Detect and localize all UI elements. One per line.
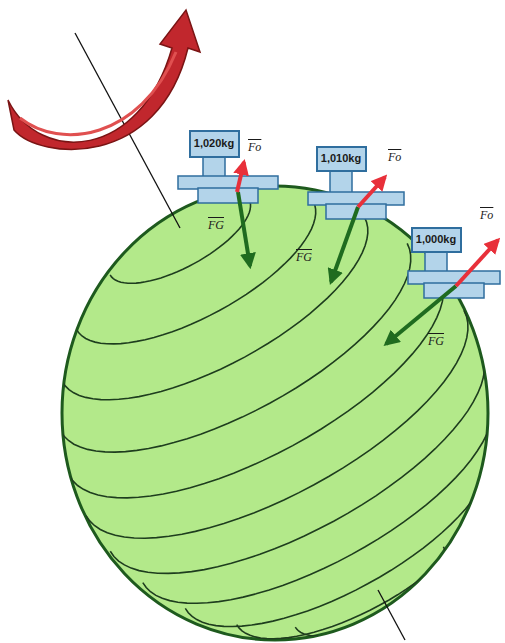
latitude-line (143, 395, 493, 604)
latitude-line (69, 275, 443, 498)
latitude-line (110, 200, 250, 284)
scale-bodies (178, 157, 500, 298)
latitude-line (61, 243, 411, 452)
latitude-lines (61, 200, 493, 639)
centrifugal-arrow (358, 177, 385, 207)
force-label: FG (428, 334, 444, 350)
force-label: FG (296, 250, 312, 266)
rotation-arrow (8, 10, 200, 149)
weight-reading: 1,010kg (321, 152, 361, 165)
earth-sphere (62, 186, 488, 640)
latitude-line (110, 350, 484, 573)
force-label: Fo (388, 150, 401, 166)
force-label: FG (208, 218, 224, 234)
latitude-line (62, 218, 368, 400)
centrifugal-arrow (456, 240, 498, 286)
force-label: Fo (480, 208, 493, 224)
latitude-line (185, 444, 491, 626)
scale-display: 1,000kg (411, 227, 462, 253)
rotation-axis (378, 590, 405, 640)
gravity-arrow (331, 207, 358, 282)
gravity-arrow (386, 286, 456, 344)
latitude-line (77, 201, 316, 344)
latitude-line (237, 496, 476, 639)
scale-display: 1,010kg (316, 146, 367, 172)
gravity-arrow (238, 192, 250, 266)
scale-display: 1,020kg (189, 130, 240, 158)
latitude-line (295, 547, 445, 636)
rotation-arrow-highlight (20, 52, 176, 135)
force-label: Fo (248, 140, 261, 156)
weight-reading: 1,000kg (416, 233, 456, 246)
weight-reading: 1,020kg (194, 137, 234, 150)
latitude-line (86, 310, 468, 538)
centrifugal-arrow (237, 162, 244, 192)
